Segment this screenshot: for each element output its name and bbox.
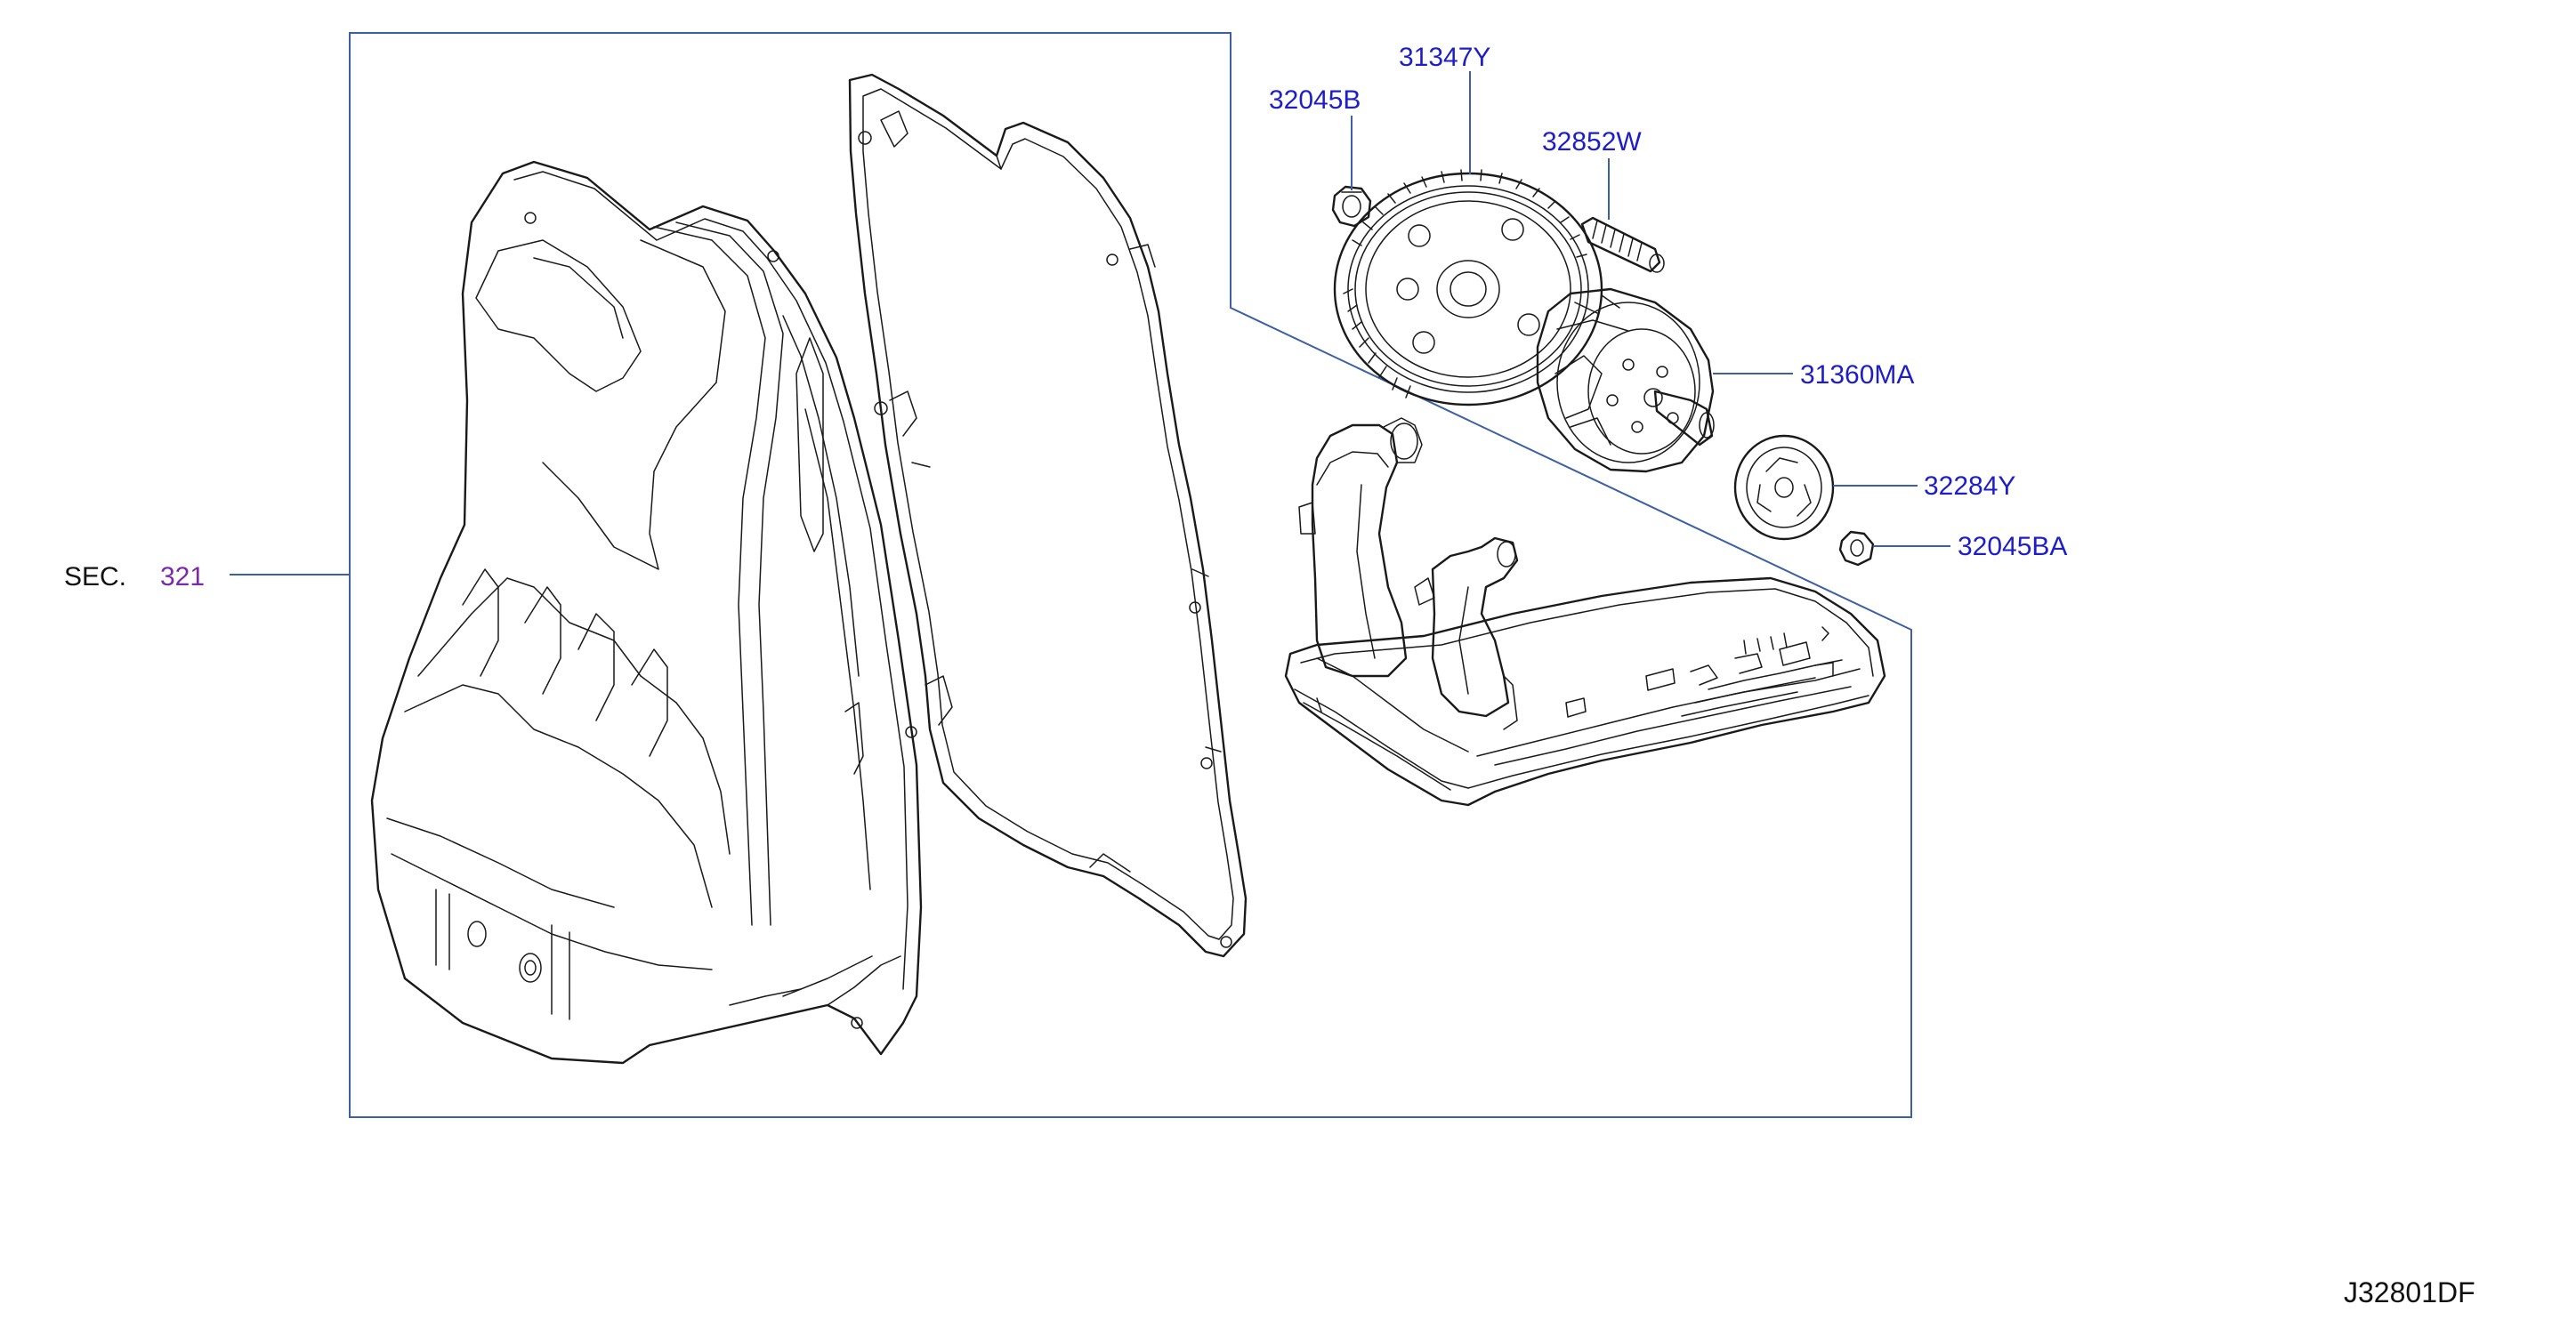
pan-gasket <box>848 73 1248 958</box>
nut-32045ba <box>1838 530 1875 567</box>
part-label-31360ma[interactable]: 31360MA <box>1800 360 1914 390</box>
part-label-31347y[interactable]: 31347Y <box>1399 43 1490 72</box>
oil-pan <box>370 160 923 1065</box>
nut-32045b <box>1331 185 1372 228</box>
section-number[interactable]: 321 <box>160 562 205 592</box>
oil-strainer <box>1284 417 1886 807</box>
stud-32852w <box>1580 216 1665 273</box>
pump-31360ma <box>1536 287 1715 473</box>
part-label-32045ba[interactable]: 32045BA <box>1958 532 2067 561</box>
pulley-32284y <box>1733 434 1835 541</box>
figure-code: J32801DF <box>2344 1276 2475 1308</box>
part-label-32045b[interactable]: 32045B <box>1269 85 1361 115</box>
assembly-frame <box>349 32 1912 1118</box>
section-prefix: SEC. <box>64 562 126 592</box>
part-label-32852w[interactable]: 32852W <box>1542 127 1642 157</box>
part-label-32284y[interactable]: 32284Y <box>1924 471 2015 501</box>
